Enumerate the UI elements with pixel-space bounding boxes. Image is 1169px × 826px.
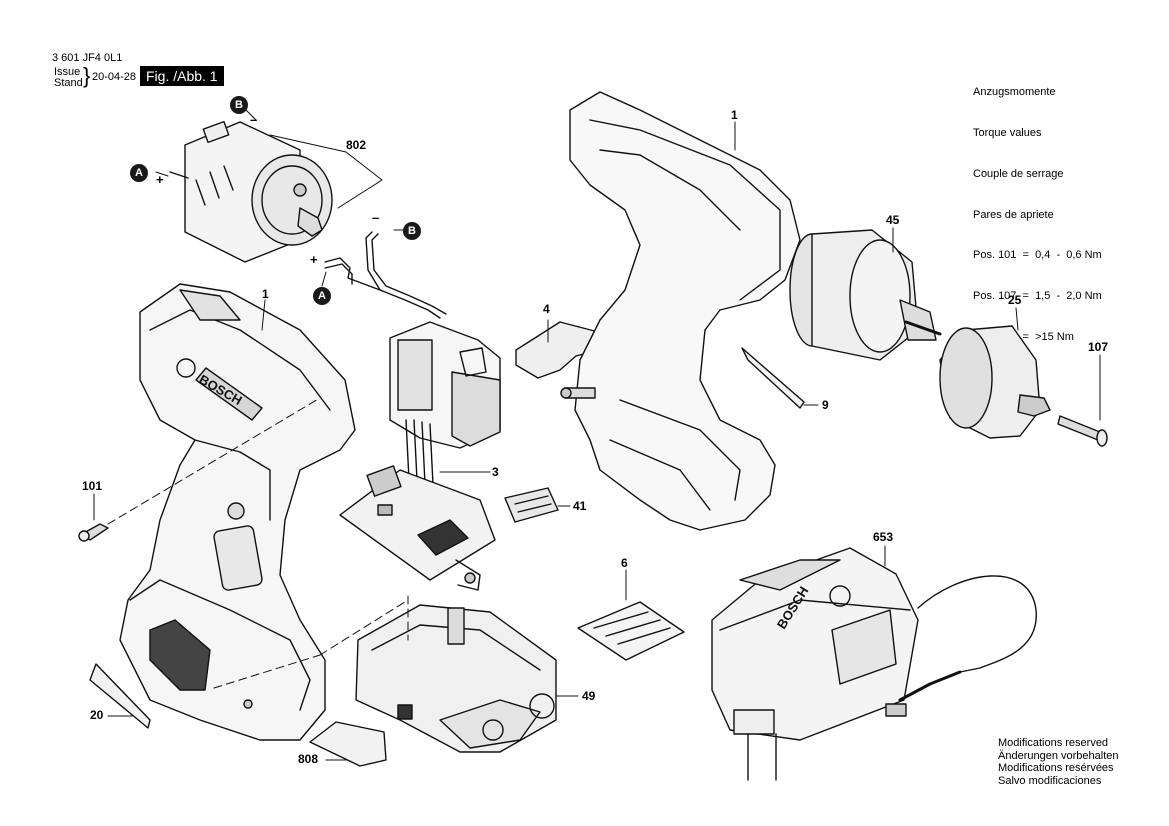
- part-label-20: 20: [90, 708, 104, 722]
- torque-title-en: Torque values: [973, 126, 1042, 139]
- charger-653: [711, 547, 1037, 781]
- minus-sign-wire: –: [372, 210, 380, 225]
- modifications-de: Änderungen vorbehalten: [998, 749, 1119, 762]
- plus-sign-wire: +: [310, 252, 318, 267]
- part-label-1-left: 1: [262, 287, 269, 301]
- part-label-107: 107: [1088, 340, 1109, 354]
- minus-sign-motor: –: [250, 112, 258, 127]
- modifications-block: Modifications reserved Änderungen vorbeh…: [998, 737, 1118, 787]
- modifications-es: Salvo modificaciones: [998, 774, 1102, 787]
- stand-label: Stand: [54, 77, 83, 89]
- torque-values-block: Anzugsmomente Torque values Couple de se…: [973, 59, 1102, 358]
- wires: [324, 231, 447, 319]
- part-number: 3 601 JF4 0L1: [52, 52, 123, 64]
- housing-half-left: [119, 283, 356, 741]
- modifications-fr: Modifications resérvées: [998, 762, 1114, 775]
- gearbox-45: [789, 229, 942, 361]
- issue-date: 20-04-28: [92, 71, 137, 83]
- label-808: [309, 721, 387, 767]
- wedge-9: [741, 347, 805, 409]
- connector-a-wire: A: [313, 287, 331, 305]
- part-41: [504, 487, 559, 523]
- chuck-25: [939, 325, 1051, 439]
- battery-49: [355, 604, 557, 753]
- issue-brace: }: [83, 63, 91, 88]
- part-label-45: 45: [886, 213, 900, 227]
- part-label-3: 3: [492, 465, 499, 479]
- part-4: [515, 321, 607, 379]
- connector-a-motor: A: [130, 164, 148, 182]
- torque-title-fr: Couple de serrage: [973, 167, 1064, 180]
- part-label-25: 25: [1008, 293, 1022, 307]
- torque-line-101: Pos. 101 = 0,4 - 0,6 Nm: [973, 249, 1102, 262]
- label-6: [577, 601, 685, 661]
- part-label-1-right: 1: [731, 108, 738, 122]
- switch-3: [389, 321, 501, 506]
- torque-title-de: Anzugsmomente: [973, 86, 1056, 99]
- torque-title-es: Pares de apriete: [973, 208, 1054, 221]
- motor-802: [169, 120, 333, 263]
- part-label-41: 41: [573, 499, 587, 513]
- pcb: [339, 465, 496, 591]
- part-label-4: 4: [543, 302, 550, 316]
- housing-half-right: [560, 91, 801, 531]
- connector-b-wire: B: [403, 222, 421, 240]
- issue-label: Issue: [54, 66, 81, 78]
- plus-sign-motor: +: [156, 172, 164, 187]
- screw-107: [1057, 415, 1108, 447]
- part-label-9: 9: [822, 398, 829, 412]
- part-label-802: 802: [346, 138, 367, 152]
- screw-101: [78, 523, 109, 542]
- part-label-653: 653: [873, 530, 894, 544]
- figure-label: Fig. /Abb. 1: [140, 66, 224, 86]
- part-label-6: 6: [621, 556, 628, 570]
- part-label-808: 808: [298, 752, 319, 766]
- wedge-20: [89, 663, 151, 729]
- torque-line-107: Pos. 107 = 1,5 - 2,0 Nm: [973, 290, 1102, 303]
- part-label-101: 101: [82, 479, 103, 493]
- connector-b-top: B: [230, 96, 248, 114]
- part-label-49: 49: [582, 689, 596, 703]
- modifications-en: Modifications reserved: [998, 737, 1109, 749]
